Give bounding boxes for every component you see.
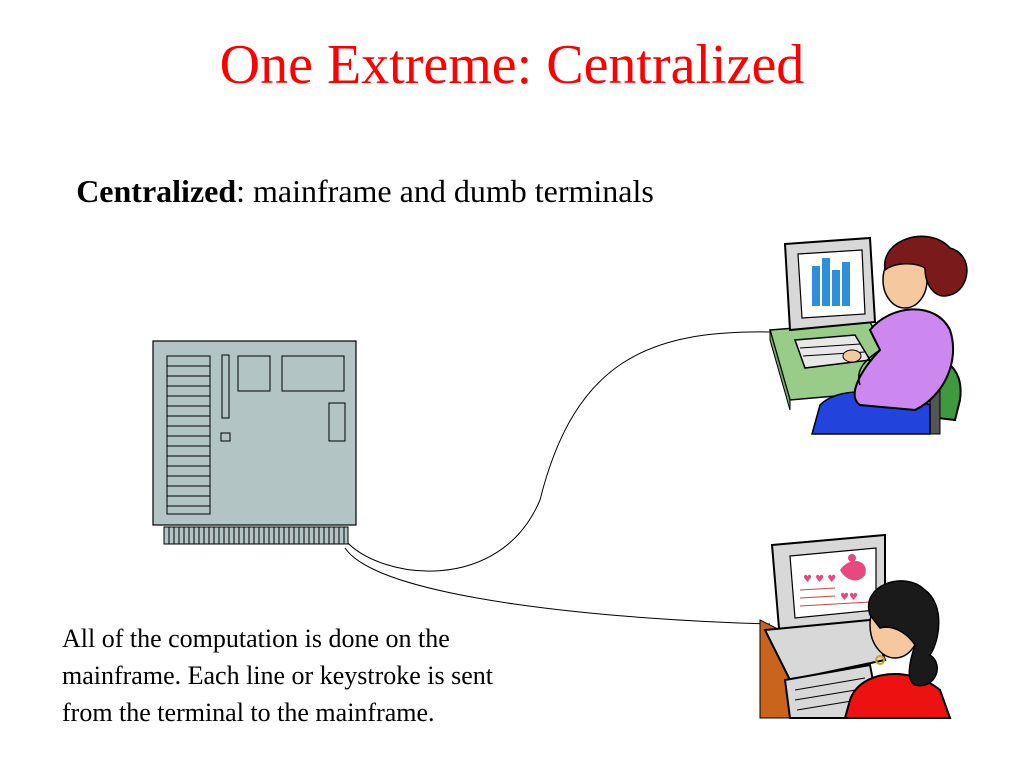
description-text: All of the computation is done on the ma…: [62, 620, 682, 731]
svg-text:♥♥: ♥♥: [840, 592, 858, 603]
mainframe-icon: [152, 340, 357, 545]
connection-line-bottom: [344, 547, 771, 625]
user-at-terminal-top-icon: [769, 235, 968, 435]
subtitle-term: Centralized: [76, 173, 237, 209]
subtitle: Centralized: mainframe and dumb terminal…: [70, 168, 660, 214]
connection-line-top: [344, 331, 771, 572]
user-at-terminal-bottom-icon: ♥ ♥ ♥ ♥♥: [759, 533, 952, 719]
description-line: from the terminal to the mainframe.: [62, 698, 435, 727]
mainframe-vents: [166, 355, 211, 515]
slide-title: One Extreme: Centralized: [219, 34, 805, 96]
mainframe-base: [163, 526, 349, 545]
subtitle-rest: : mainframe and dumb terminals: [236, 173, 654, 209]
svg-text:♥ ♥ ♥: ♥ ♥ ♥: [803, 574, 836, 585]
description-line: mainframe. Each line or keystroke is sen…: [62, 661, 494, 690]
description-line: All of the computation is done on the: [62, 624, 450, 653]
